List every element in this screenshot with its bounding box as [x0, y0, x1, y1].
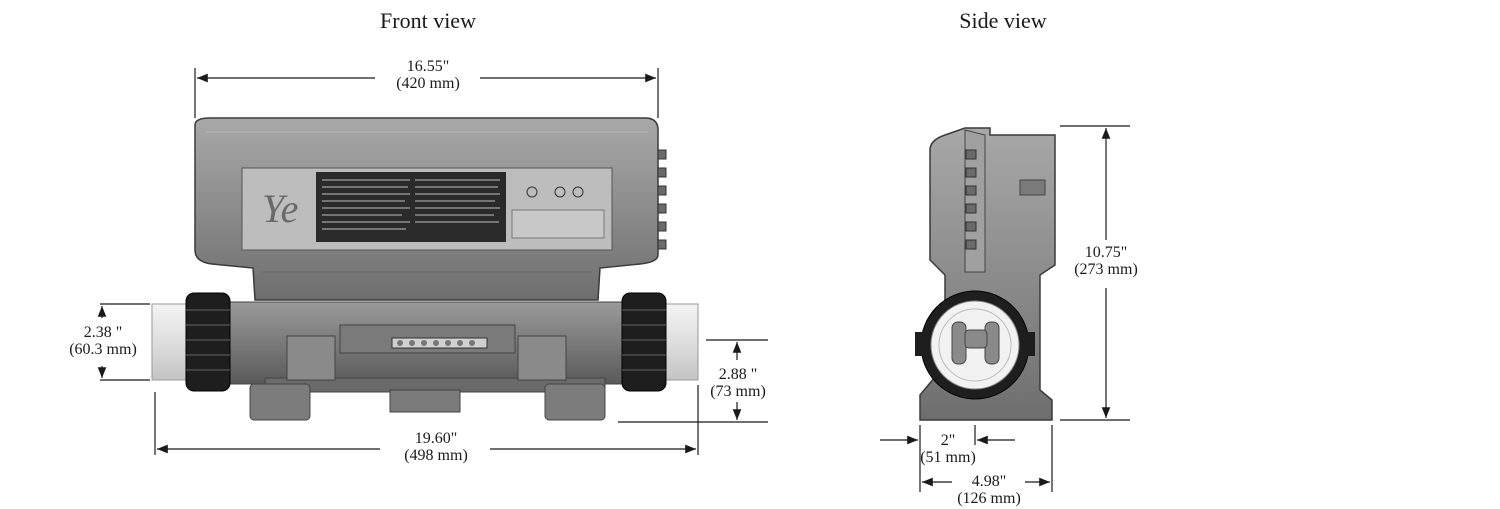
- side-depth-in: 4.98": [971, 473, 1007, 490]
- side-connectors: [657, 149, 667, 250]
- right-union-ribs: [622, 309, 666, 371]
- overall-width-mm: (498 mm): [404, 447, 468, 464]
- right-union: [621, 292, 667, 392]
- side-offset-mm: (51 mm): [920, 449, 976, 466]
- side-dimension-lines: [880, 125, 1130, 492]
- side-notch: [1019, 179, 1046, 196]
- cert-mark-icon: [554, 186, 566, 198]
- left-union: [185, 292, 231, 392]
- right-height-label: 2.88 " (73 mm): [707, 366, 769, 400]
- front-width-mm: (420 mm): [396, 75, 460, 92]
- front-width-label: 16.55" (420 mm): [393, 58, 463, 92]
- terminal-screws: [397, 340, 475, 346]
- union-tab-left: [915, 332, 925, 356]
- front-width-in: 16.55": [406, 58, 450, 75]
- side-height-in: 10.75": [1084, 244, 1128, 261]
- bottom-connector: [389, 389, 461, 413]
- side-height-mm: (273 mm): [1074, 261, 1138, 278]
- left-height-in: 2.38 ": [83, 324, 123, 341]
- left-foot: [249, 383, 311, 421]
- side-depth-mm: (126 mm): [957, 490, 1021, 507]
- right-height-mm: (73 mm): [710, 383, 766, 400]
- left-height-label: 2.38 " (60.3 mm): [66, 324, 140, 358]
- left-height-mm: (60.3 mm): [69, 341, 137, 358]
- ye-logo: Ye: [262, 186, 298, 231]
- union-tab-right: [1025, 332, 1035, 356]
- left-clamp: [286, 335, 336, 381]
- side-offset-label: 2" (51 mm): [917, 432, 979, 466]
- side-depth-label: 4.98" (126 mm): [954, 473, 1024, 507]
- side-height-label: 10.75" (273 mm): [1071, 244, 1141, 278]
- left-union-ribs: [186, 309, 230, 371]
- right-foot: [544, 383, 606, 421]
- right-height-in: 2.88 ": [718, 366, 758, 383]
- warning-label: [316, 172, 506, 242]
- side-view-unit: [915, 127, 1056, 421]
- terminal-strip: [391, 337, 488, 349]
- overall-width-label: 19.60" (498 mm): [401, 430, 471, 464]
- heater-terminals: [951, 321, 1000, 365]
- overall-width-in: 19.60": [414, 430, 458, 447]
- gecko-logo-icon: [572, 186, 584, 198]
- front-dimension-lines: [97, 68, 768, 455]
- side-lid: [964, 129, 986, 273]
- serial-label: [511, 209, 605, 239]
- side-offset-in: 2": [940, 432, 956, 449]
- front-view-title: Front view: [380, 8, 476, 33]
- side-view-title: Side view: [959, 8, 1047, 33]
- cert-mark-icon: [526, 186, 538, 198]
- front-view-unit: Ye: [151, 117, 699, 421]
- warning-text-lines: [322, 179, 500, 230]
- side-connector-stack: [965, 149, 977, 250]
- right-clamp: [517, 335, 567, 381]
